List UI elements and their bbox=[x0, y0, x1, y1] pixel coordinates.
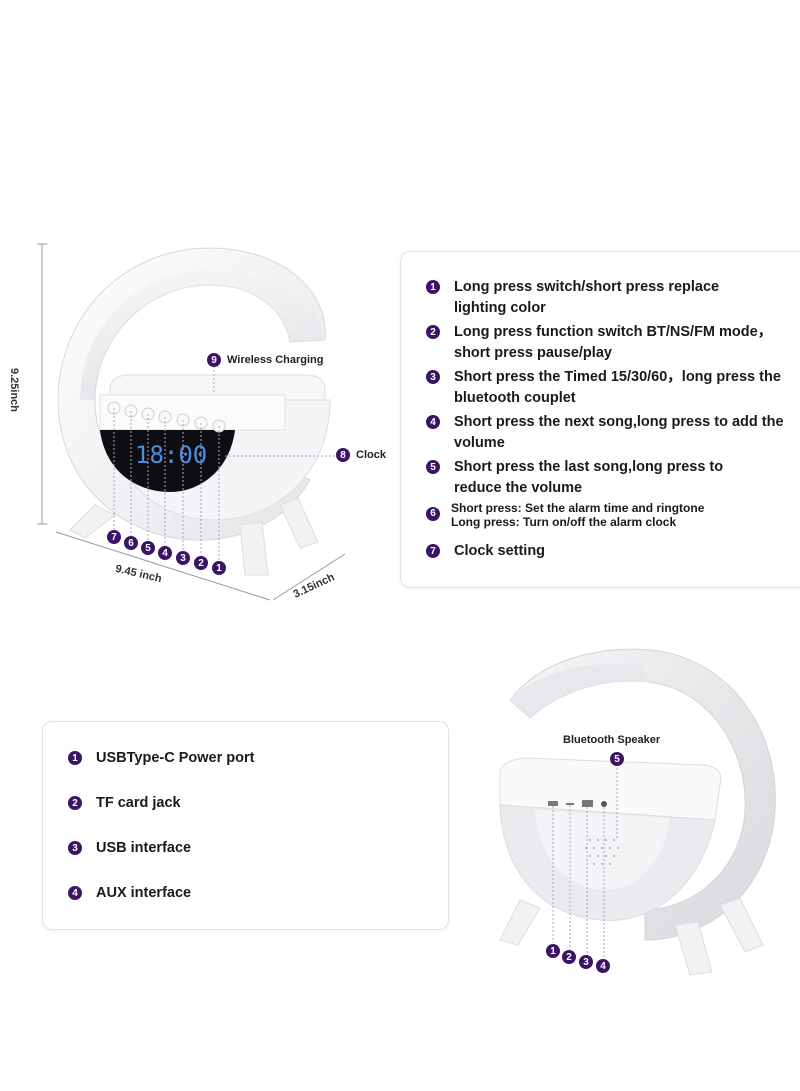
callout-clock: 8 Clock bbox=[336, 448, 386, 462]
legend-text: Long press switch/short press replace li… bbox=[454, 279, 720, 316]
port-text: USB interface bbox=[96, 840, 192, 856]
port-item: 3 USB interface bbox=[68, 838, 191, 859]
callout-wireless-charging: 9 Wireless Charging bbox=[207, 353, 323, 367]
port-number-badge: 2 bbox=[562, 950, 576, 964]
legend-text: Short press the next song,long press to … bbox=[454, 414, 784, 451]
button-number-badge: 1 bbox=[212, 561, 226, 575]
callout-number-badge: 5 bbox=[610, 752, 624, 766]
legend-item: 5 Short press the last song,long press t… bbox=[426, 457, 766, 499]
callout-number-badge: 8 bbox=[336, 448, 350, 462]
button-number-badge: 4 bbox=[158, 546, 172, 560]
port-text: USBType-C Power port bbox=[96, 750, 255, 766]
port-number-badge: 1 bbox=[68, 751, 82, 765]
legend-text: Short press the last song,long press to … bbox=[454, 459, 724, 496]
legend-text: Short press the Timed 15/30/60，long pres… bbox=[454, 369, 781, 406]
callout-label: Clock bbox=[356, 449, 386, 461]
callout-label: Wireless Charging bbox=[227, 354, 324, 366]
button-number-badge: 2 bbox=[194, 556, 208, 570]
port-number-badge: 2 bbox=[68, 796, 82, 810]
callout-number-badge: 9 bbox=[207, 353, 221, 367]
legend-item: 4 Short press the next song,long press t… bbox=[426, 412, 796, 454]
legend-number-badge: 7 bbox=[426, 544, 440, 558]
legend-number-badge: 1 bbox=[426, 280, 440, 294]
port-item: 1 USBType-C Power port bbox=[68, 748, 254, 769]
port-text: TF card jack bbox=[96, 795, 181, 811]
port-number-badge: 3 bbox=[68, 841, 82, 855]
button-legend-card: 1 Long press switch/short press replace … bbox=[400, 251, 800, 588]
port-item: 4 AUX interface bbox=[68, 883, 191, 904]
port-text: AUX interface bbox=[96, 885, 192, 901]
port-item: 2 TF card jack bbox=[68, 793, 181, 814]
lamp-front-drawing: 18:00 bbox=[37, 243, 346, 601]
legend-number-badge: 2 bbox=[426, 325, 440, 339]
back-product-illustration bbox=[480, 640, 800, 980]
legend-number-badge: 3 bbox=[426, 370, 440, 384]
button-number-badge: 5 bbox=[141, 541, 155, 555]
legend-number-badge: 5 bbox=[426, 460, 440, 474]
front-product-illustration: 18:00 bbox=[0, 230, 400, 610]
legend-text: Clock setting bbox=[454, 543, 546, 559]
legend-item: 1 Long press switch/short press replace … bbox=[426, 277, 766, 319]
port-number-badge: 4 bbox=[68, 886, 82, 900]
button-number-badge: 7 bbox=[107, 530, 121, 544]
legend-number-badge: 6 bbox=[426, 507, 440, 521]
port-legend-card: 1 USBType-C Power port 2 TF card jack 3 … bbox=[42, 721, 449, 930]
port-number-badge: 4 bbox=[596, 959, 610, 973]
callout-bluetooth-speaker-label: Bluetooth Speaker bbox=[563, 734, 661, 746]
button-number-badge: 6 bbox=[124, 536, 138, 550]
legend-text-line1: Short press: Set the alarm time and ring… bbox=[451, 501, 705, 515]
lcd-time: 18:00 bbox=[135, 441, 207, 469]
port-number-badge: 1 bbox=[546, 944, 560, 958]
height-dimension-label: 9.25inch bbox=[8, 367, 21, 413]
legend-item: 7 Clock setting bbox=[426, 541, 766, 562]
legend-text: Long press function switch BT/NS/FM mode… bbox=[454, 324, 773, 361]
lamp-back-drawing bbox=[499, 648, 776, 976]
legend-text-line2: Long press: Turn on/off the alarm clock bbox=[451, 515, 677, 529]
legend-item: 2 Long press function switch BT/NS/FM mo… bbox=[426, 322, 796, 364]
legend-number-badge: 4 bbox=[426, 415, 440, 429]
legend-item: 6 Short press: Set the alarm time and ri… bbox=[426, 501, 796, 529]
legend-item: 3 Short press the Timed 15/30/60，long pr… bbox=[426, 367, 796, 409]
button-number-badge: 3 bbox=[176, 551, 190, 565]
port-number-badge: 3 bbox=[579, 955, 593, 969]
